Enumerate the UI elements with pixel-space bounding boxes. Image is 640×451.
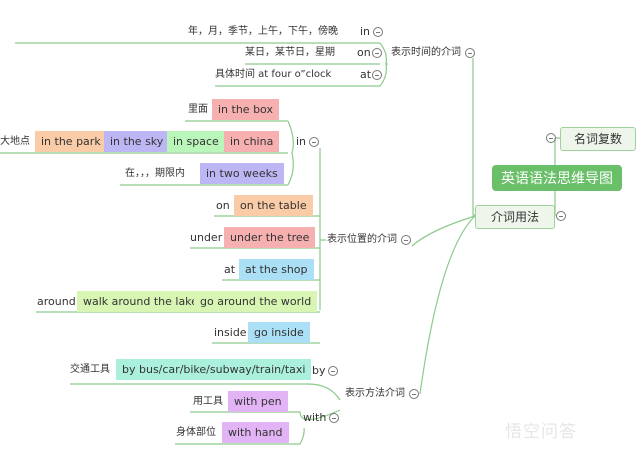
example-in-the-sky[interactable]: in the sky — [104, 131, 170, 152]
place-on-label: on — [216, 199, 230, 212]
collapse-icon[interactable] — [328, 366, 338, 376]
time-on-label: on — [357, 46, 371, 59]
place-title[interactable]: 表示位置的介词 — [327, 234, 397, 245]
with-body-label: 身体部位 — [176, 427, 216, 438]
collapse-icon[interactable] — [556, 211, 566, 221]
example-go-inside[interactable]: go inside — [248, 322, 310, 343]
root-node[interactable]: 英语语法思维导图 — [492, 165, 622, 191]
collapse-icon[interactable] — [309, 137, 319, 147]
method-title[interactable]: 表示方法介词 — [345, 388, 405, 399]
place-at-label: at — [224, 263, 236, 276]
in-inside-label: 里面 — [188, 104, 208, 115]
time-at-desc: 具体时间 at four o”clock — [215, 69, 332, 80]
in-period-label: 在，，，期限内 — [125, 168, 185, 179]
example-at-the-shop[interactable]: at the shop — [239, 259, 314, 280]
collapse-icon[interactable] — [401, 235, 411, 245]
method-by-label: by — [312, 364, 326, 377]
by-desc: 交通工具 — [70, 364, 110, 375]
example-by-transport[interactable]: by bus/car/bike/subway/train/taxi — [116, 359, 312, 380]
time-on-desc: 某日，某节日，星期 — [245, 47, 335, 58]
example-with-hand[interactable]: with hand — [222, 422, 289, 443]
method-with-label: with — [303, 411, 327, 424]
example-go-around-the-world[interactable]: go around the world — [194, 291, 318, 312]
example-on-the-table[interactable]: on the table — [234, 195, 313, 216]
place-in-label: in — [296, 135, 307, 148]
collapse-icon[interactable] — [409, 389, 419, 399]
collapse-icon[interactable] — [372, 48, 382, 58]
place-inside-label: inside — [214, 326, 247, 339]
example-with-pen[interactable]: with pen — [228, 391, 288, 412]
collapse-icon[interactable] — [465, 48, 475, 58]
collapse-icon[interactable] — [372, 70, 382, 80]
example-in-the-park[interactable]: in the park — [35, 131, 107, 152]
place-around-label: around — [37, 295, 76, 308]
branch-plural[interactable]: 名词复数 — [560, 127, 636, 151]
example-in-china[interactable]: in china — [224, 131, 280, 152]
with-tool-label: 用工具 — [193, 396, 223, 407]
example-in-space[interactable]: in space — [167, 131, 225, 152]
branch-preposition[interactable]: 介词用法 — [475, 205, 555, 229]
collapse-icon[interactable] — [546, 133, 556, 143]
collapse-icon[interactable] — [373, 27, 383, 37]
example-in-the-box[interactable]: in the box — [212, 99, 279, 120]
example-walk-around-the-lake[interactable]: walk around the lake — [77, 291, 204, 312]
time-in-desc: 年，月，季节，上午，下午，傍晚 — [188, 26, 338, 37]
time-in-label: in — [360, 25, 371, 38]
time-title[interactable]: 表示时间的介词 — [391, 47, 461, 58]
collapse-icon[interactable] — [329, 413, 339, 423]
place-under-label: under — [190, 231, 223, 244]
in-big-label: 大地点 — [0, 136, 30, 147]
time-at-label: at — [360, 68, 372, 81]
example-under-the-tree[interactable]: under the tree — [224, 227, 316, 248]
watermark: 悟空问答 — [505, 422, 577, 442]
example-in-two-weeks[interactable]: in two weeks — [200, 163, 284, 184]
